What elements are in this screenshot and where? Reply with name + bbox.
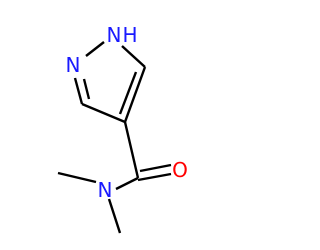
bond-c3-n2	[73, 77, 84, 105]
bond-c3-n2-inner	[82, 78, 91, 100]
amide-group	[57, 121, 172, 234]
pyrazole-ring	[73, 41, 147, 124]
bond-carbonyl-o-second	[139, 163, 172, 173]
bond-c4-carbonyl	[123, 121, 140, 179]
bond-n1-c5	[121, 45, 146, 68]
bond-n-methyl-down	[107, 198, 122, 234]
bond-n1-n2	[85, 41, 105, 57]
bond-c4-c3	[81, 102, 126, 124]
bond-c5-c4-inner	[118, 71, 138, 115]
atom-n2-label: N	[66, 53, 81, 77]
atom-n1-hydrogen-label: H	[122, 23, 137, 47]
atom-n3-label: N	[98, 178, 113, 202]
bond-carbonyl-o	[137, 172, 172, 182]
atom-labels: N H N O N	[66, 23, 188, 202]
atom-o1-label: O	[172, 158, 188, 182]
molecule-diagram: N H N O N	[57, 23, 188, 234]
bond-n-methyl-left	[57, 171, 97, 184]
bond-carbonyl-n	[115, 176, 139, 191]
structure-canvas: N H N O N	[57, 23, 188, 234]
atom-n1-label: N	[107, 23, 122, 47]
bond-c5-c4	[123, 66, 147, 123]
